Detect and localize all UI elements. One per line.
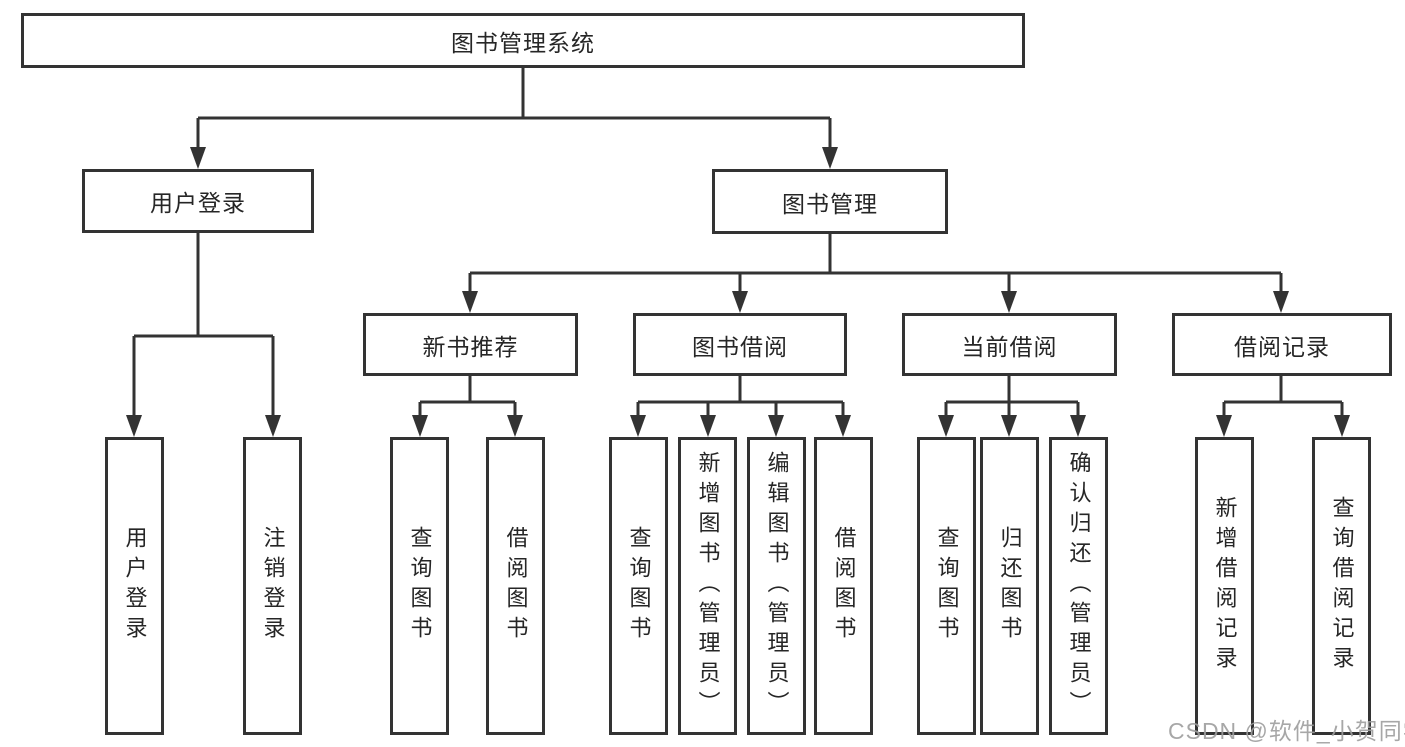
arrow-down-icon [126,415,142,437]
leaf-query-books-borrow: 查询图书 [609,437,668,735]
arrow-down-icon [700,415,716,437]
node-book-management: 图书管理 [712,169,948,234]
arrow-down-icon [462,291,478,313]
node-user-login: 用户登录 [82,169,314,233]
arrow-down-icon [835,415,851,437]
arrow-down-icon [412,415,428,437]
leaf-borrow-books-borrow: 借阅图书 [814,437,873,735]
node-borrow-records: 借阅记录 [1172,313,1392,376]
arrow-down-icon [630,415,646,437]
leaf-logout-login: 注销登录 [243,437,302,735]
leaf-query-books-recommend: 查询图书 [390,437,449,735]
arrow-down-icon [1273,291,1289,313]
leaf-borrow-books-recommend: 借阅图书 [486,437,545,735]
arrow-down-icon [1001,415,1017,437]
arrow-down-icon [1216,415,1232,437]
node-current-borrow: 当前借阅 [902,313,1117,376]
watermark: CSDN @软件_小贺同学 [1168,718,1405,744]
arrow-down-icon [190,147,206,169]
leaf-edit-book-admin: 编辑图书（管理员） [747,437,806,735]
arrow-down-icon [938,415,954,437]
arrow-down-icon [822,147,838,169]
arrow-heads [126,147,1350,437]
leaf-add-borrow-record: 新增借阅记录 [1195,437,1254,735]
node-book-borrow: 图书借阅 [633,313,847,376]
arrow-down-icon [507,415,523,437]
arrow-down-icon [768,415,784,437]
leaf-user-login: 用户登录 [105,437,164,735]
leaf-return-books: 归还图书 [980,437,1039,735]
arrow-down-icon [1001,291,1017,313]
arrow-down-icon [1070,415,1086,437]
leaf-query-books-current: 查询图书 [917,437,976,735]
node-root-system: 图书管理系统 [21,13,1025,68]
leaf-add-book-admin: 新增图书（管理员） [678,437,737,735]
edge-paths [132,68,1344,418]
leaf-confirm-return-admin: 确认归还（管理员） [1049,437,1108,735]
node-new-book-recommend: 新书推荐 [363,313,578,376]
tree-edges [132,68,1344,418]
arrow-down-icon [1334,415,1350,437]
arrow-down-icon [265,415,281,437]
arrow-down-icon [732,291,748,313]
leaf-query-borrow-record: 查询借阅记录 [1312,437,1371,735]
